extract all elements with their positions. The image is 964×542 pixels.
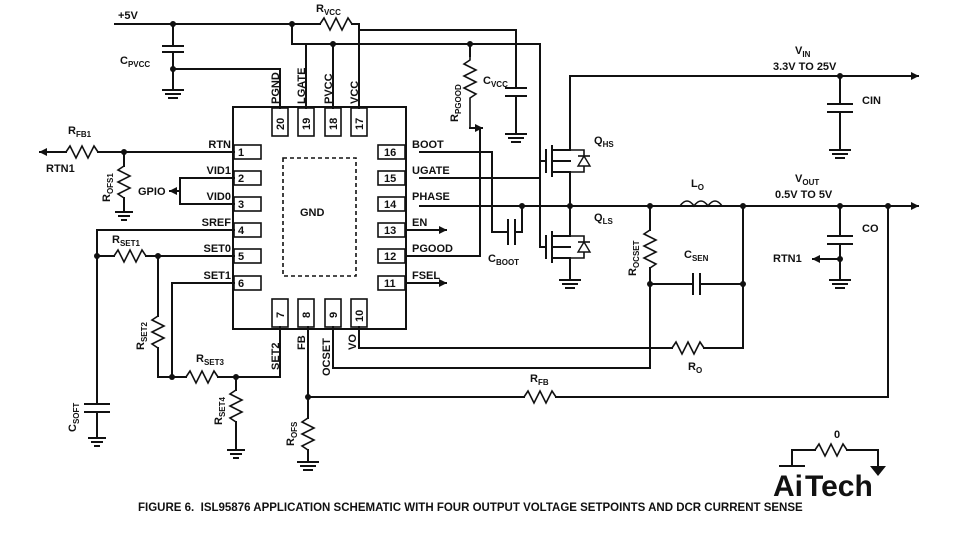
rofs1-label: ROFS1 <box>101 173 115 202</box>
zero-ohm-tie: 0 <box>779 429 886 476</box>
rtn1-left-label: RTN1 <box>46 163 75 175</box>
pin-name-vo: VO <box>347 334 359 350</box>
pin-num-2: 2 <box>238 173 244 185</box>
pin-num-16: 16 <box>384 147 396 159</box>
svg-text:Ai: Ai <box>773 470 803 503</box>
power-stage <box>297 72 919 471</box>
aitech-watermark: Ai Tech <box>773 470 873 503</box>
pin-num-5: 5 <box>238 251 244 263</box>
pin-num-3: 3 <box>238 199 244 211</box>
pin-num-7: 7 <box>275 312 287 318</box>
cpvcc-label: CPVCC <box>120 55 150 69</box>
rtn1-right-label: RTN1 <box>773 253 802 265</box>
pin-name-boot: BOOT <box>412 139 444 151</box>
rvcc-label: RVCC <box>316 3 341 17</box>
pin-name-fb: FB <box>296 335 308 350</box>
pin-num-8: 8 <box>301 312 313 318</box>
cboot-label: CBOOT <box>488 253 519 267</box>
ro-label: RO <box>688 361 702 375</box>
cin-label: CIN <box>862 95 881 107</box>
pin-num-15: 15 <box>384 173 396 185</box>
svg-text:Tech: Tech <box>805 470 873 503</box>
rset1-label: RSET1 <box>112 234 141 248</box>
supply-labels: +5V RVCC CPVCC RPGOOD CVCC <box>118 3 508 122</box>
left-network <box>39 144 281 459</box>
pin-name-ugate: UGATE <box>412 165 450 177</box>
vout-label: VOUT <box>795 173 819 187</box>
pin-name-pgood: PGOOD <box>412 243 453 255</box>
rocset-label: ROCSET <box>627 240 641 276</box>
zero-ohm-label: 0 <box>834 429 840 441</box>
vin-label: VIN <box>795 45 811 59</box>
plus5v-label: +5V <box>118 10 139 22</box>
pin-name-set1: SET1 <box>203 270 231 282</box>
ic-gnd-label: GND <box>300 207 325 219</box>
cvcc-label: CVCC <box>483 75 508 89</box>
ic-isl95876: GND <box>232 106 407 330</box>
ic-left-pins: 1 2 3 4 5 6 RTN VID1 VID0 SREF SET0 SET1 <box>202 139 262 291</box>
supply-network <box>114 16 541 146</box>
pin-num-17: 17 <box>354 118 366 130</box>
pin-name-phase: PHASE <box>412 191 450 203</box>
left-network-labels: RFB1 RTN1 ROFS1 GPIO RSET1 RSET2 RSET3 R… <box>46 125 227 432</box>
vout-range: 0.5V TO 5V <box>775 189 833 201</box>
pin-num-9: 9 <box>328 312 340 318</box>
pin-name-ocset: OCSET <box>321 338 333 376</box>
rset3-label: RSET3 <box>196 353 225 367</box>
power-stage-labels: VIN 3.3V TO 25V CIN QHS QLS LO VOUT 0.5V… <box>285 45 881 446</box>
pin-name-sref: SREF <box>202 217 232 229</box>
qhs-label: QHS <box>594 135 614 149</box>
rset2-label: RSET2 <box>135 321 149 350</box>
pin-name-vid1: VID1 <box>207 165 231 177</box>
csen-label: CSEN <box>684 249 709 263</box>
pin-name-fsel: FSEL <box>412 270 440 282</box>
pin-name-rtn: RTN <box>208 139 231 151</box>
pin-num-11: 11 <box>384 278 396 290</box>
figure-caption: FIGURE 6. ISL95876 APPLICATION SCHEMATIC… <box>138 502 803 514</box>
pin-name-en: EN <box>412 217 427 229</box>
csoft-label: CSOFT <box>67 403 81 432</box>
pin-name-set0: SET0 <box>203 243 231 255</box>
lo-label: LO <box>691 178 704 192</box>
pin-num-10: 10 <box>354 310 366 322</box>
pin-num-13: 13 <box>384 225 396 237</box>
ic-right-pins: 16 15 14 13 12 11 BOOT UGATE PHASE EN PG… <box>377 139 453 291</box>
pin-num-4: 4 <box>238 225 245 237</box>
rfb1-label: RFB1 <box>68 125 92 139</box>
pin-num-20: 20 <box>275 118 287 130</box>
rfb-label: RFB <box>530 373 549 387</box>
pin-num-19: 19 <box>301 118 313 130</box>
pin-num-14: 14 <box>384 199 397 211</box>
vin-range: 3.3V TO 25V <box>773 61 837 73</box>
pin-num-6: 6 <box>238 278 244 290</box>
rofs-label: ROFS <box>285 421 299 446</box>
gpio-label: GPIO <box>138 186 166 198</box>
rpgood-label: RPGOOD <box>449 84 463 122</box>
qls-label: QLS <box>594 212 613 226</box>
co-label: CO <box>862 223 879 235</box>
pin-num-12: 12 <box>384 251 396 263</box>
rset4-label: RSET4 <box>213 396 227 425</box>
pin-num-1: 1 <box>238 147 244 159</box>
pin-name-vid0: VID0 <box>207 191 231 203</box>
ic-bottom-pins: 7 8 9 10 SET2 FB OCSET VO <box>270 298 368 376</box>
pin-num-18: 18 <box>328 118 340 130</box>
